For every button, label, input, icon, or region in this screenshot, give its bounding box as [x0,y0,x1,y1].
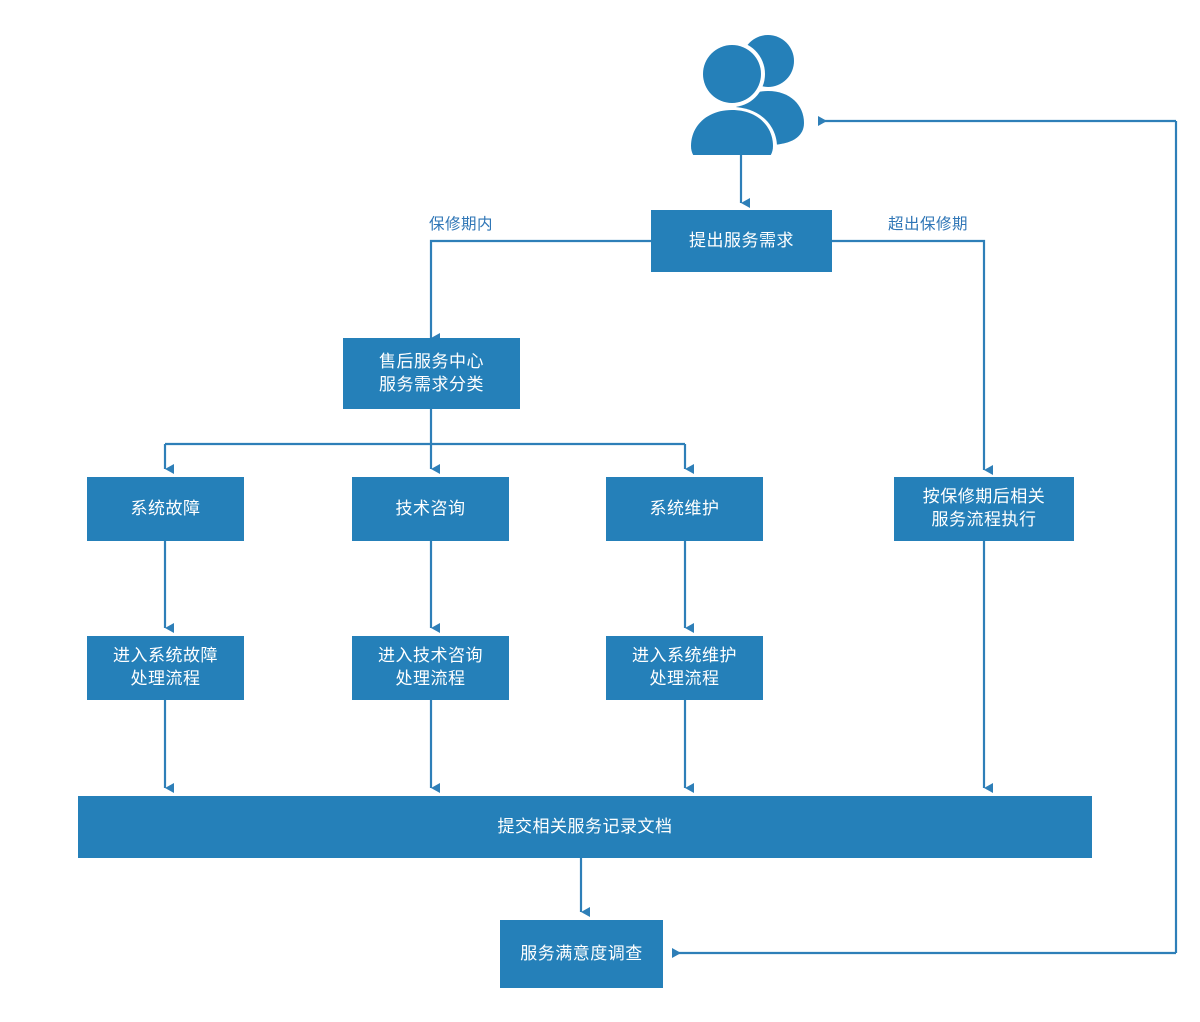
node-service-center[interactable]: 售后服务中心 服务需求分类 [343,338,520,409]
node-consult-flow[interactable]: 进入技术咨询 处理流程 [352,636,509,700]
edge-request-to-out-of-warranty [832,239,993,475]
node-out-of-warranty[interactable]: 按保修期后相关 服务流程执行 [894,477,1074,541]
node-survey[interactable]: 服务满意度调查 [500,920,663,988]
customers-icon [687,35,804,155]
node-fault-flow[interactable]: 进入系统故障 处理流程 [87,636,244,700]
node-request[interactable]: 提出服务需求 [651,210,832,272]
edge-label-in-warranty: 保修期内 [429,216,494,233]
node-maintain[interactable]: 系统维护 [606,477,763,541]
node-maintain-flow[interactable]: 进入系统维护 处理流程 [606,636,763,700]
edge-label-out-of-warranty: 超出保修期 [888,216,969,233]
node-fault[interactable]: 系统故障 [87,477,244,541]
edge-request-to-service-center [429,239,651,343]
node-submit-doc[interactable]: 提交相关服务记录文档 [78,796,1092,858]
node-consult[interactable]: 技术咨询 [352,477,509,541]
